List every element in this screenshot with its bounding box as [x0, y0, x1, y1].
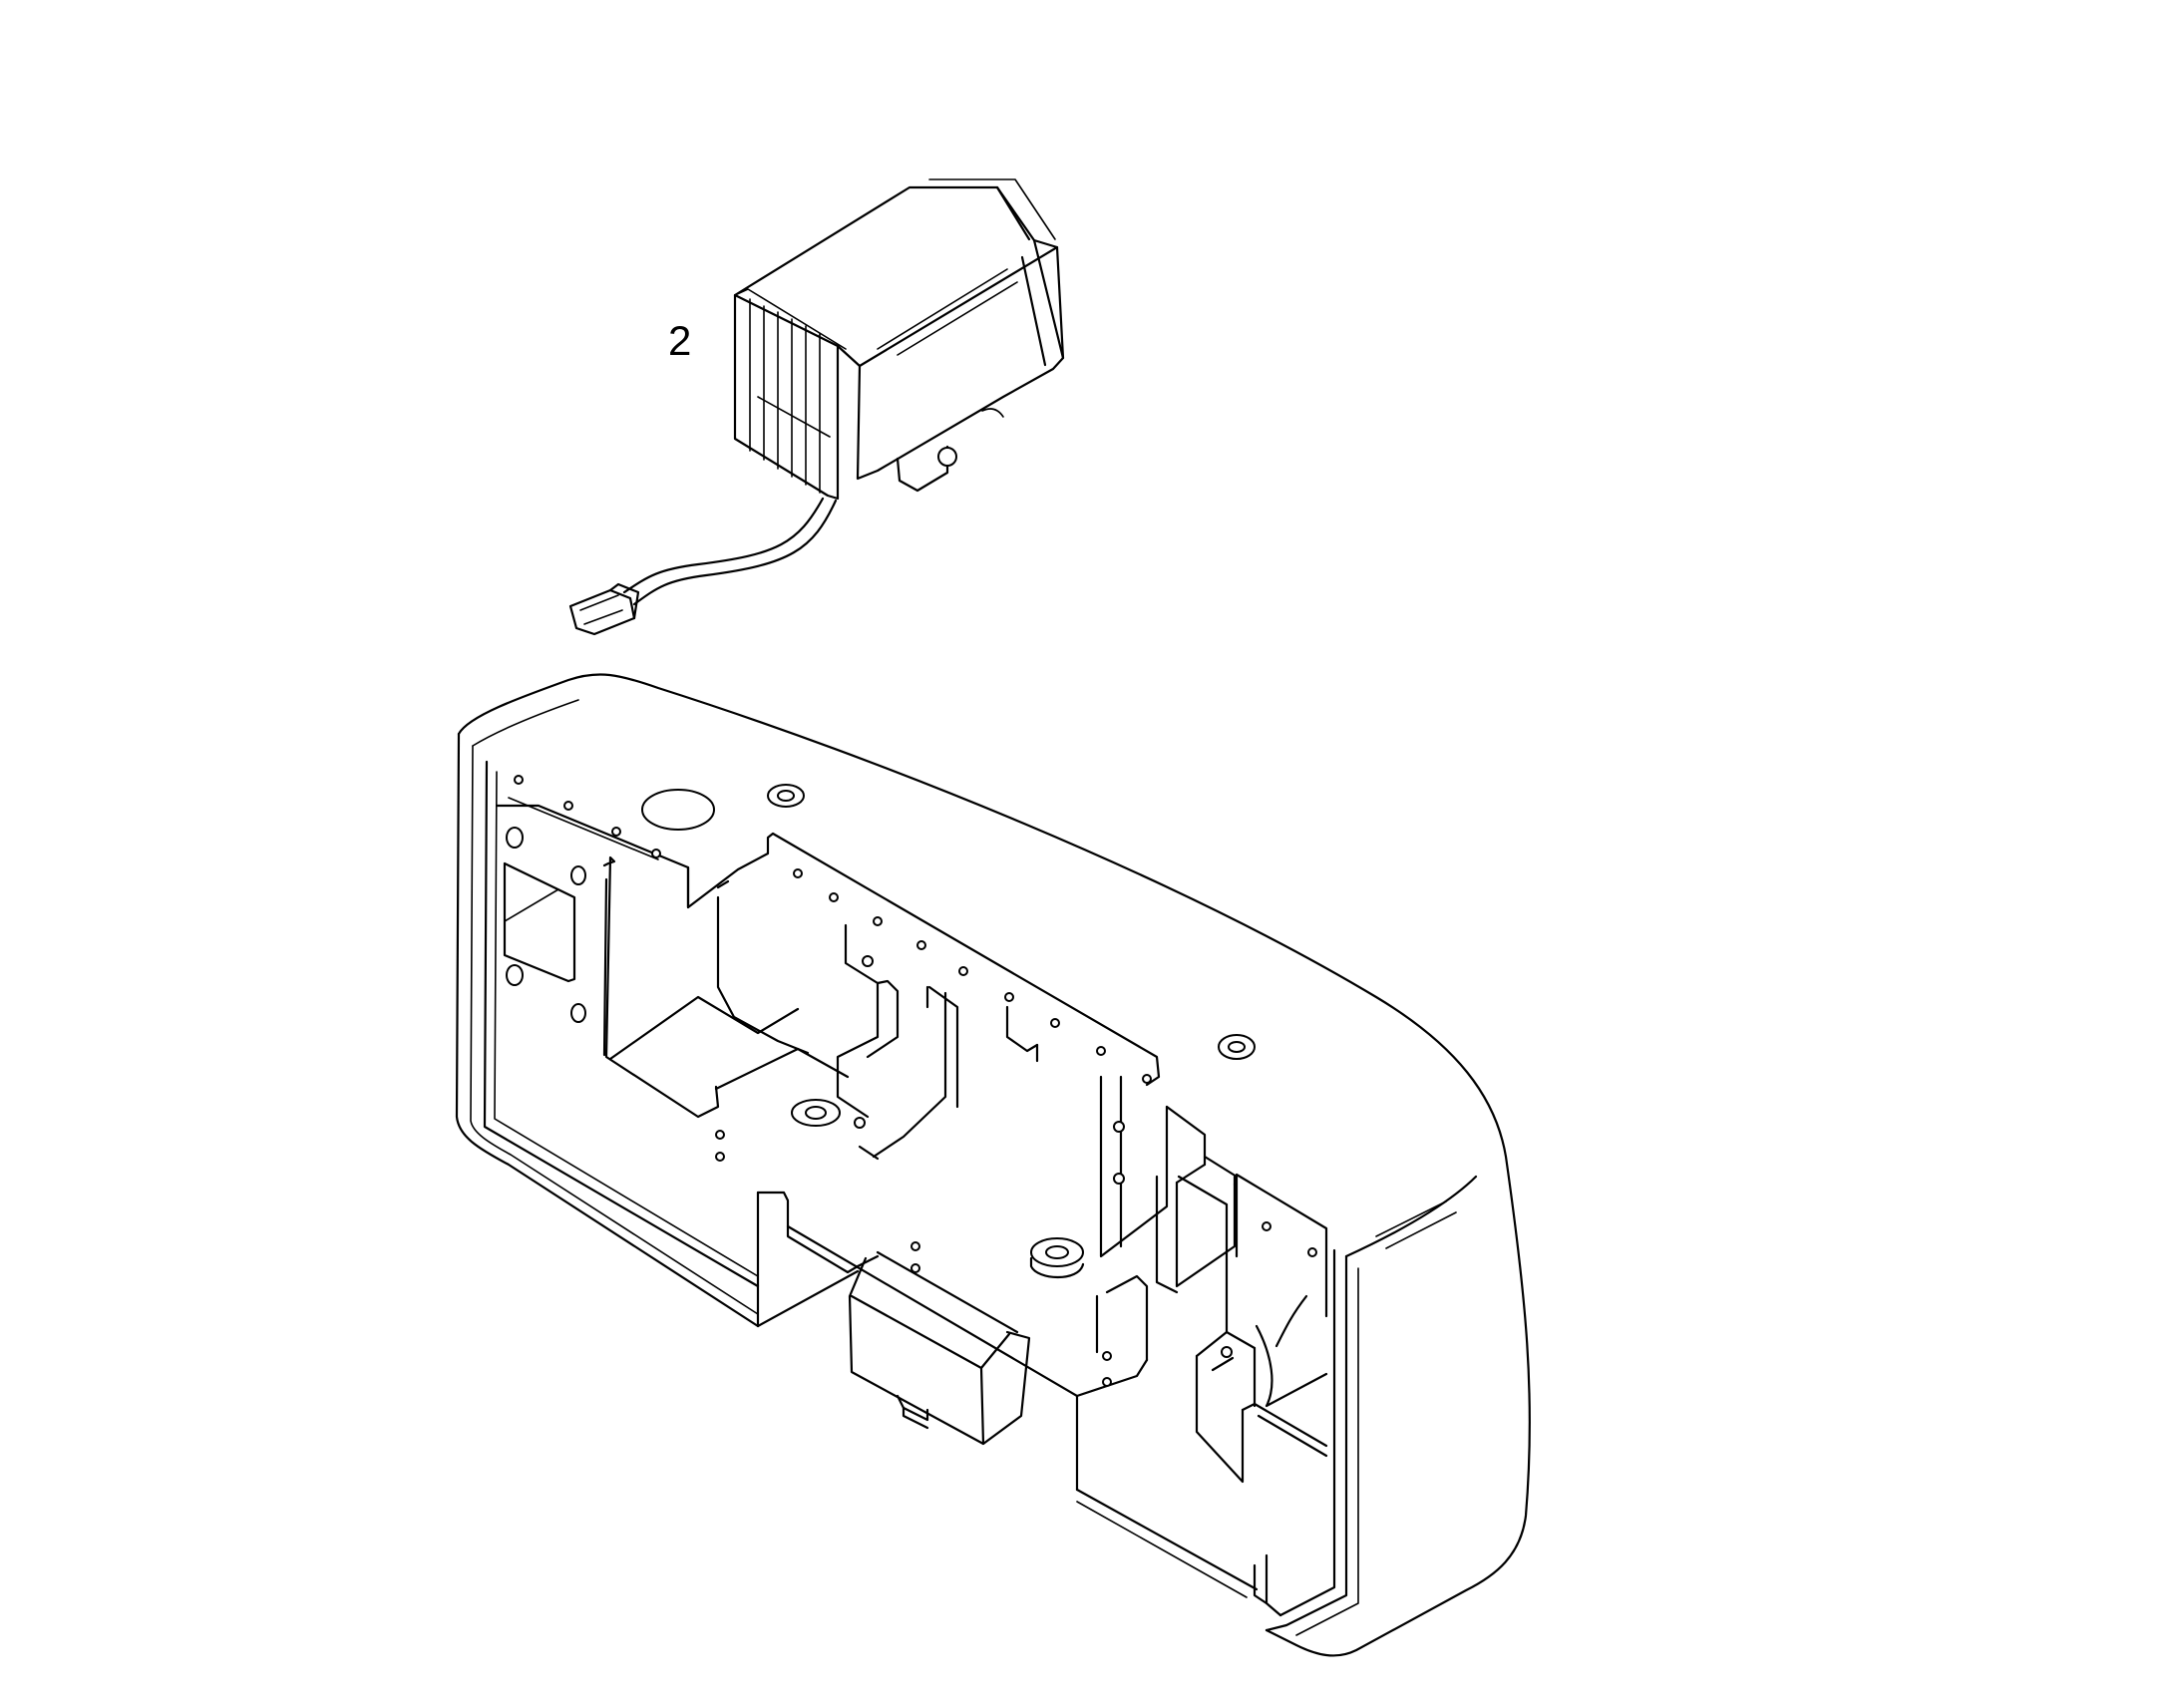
electronic-unit-part-2[interactable]: [568, 178, 1065, 636]
harness-connector[interactable]: [568, 582, 640, 636]
module-box-under-housing[interactable]: [848, 1250, 1031, 1446]
callout-number-2: 2: [668, 317, 691, 364]
dashboard-housing[interactable]: [455, 673, 1532, 1657]
